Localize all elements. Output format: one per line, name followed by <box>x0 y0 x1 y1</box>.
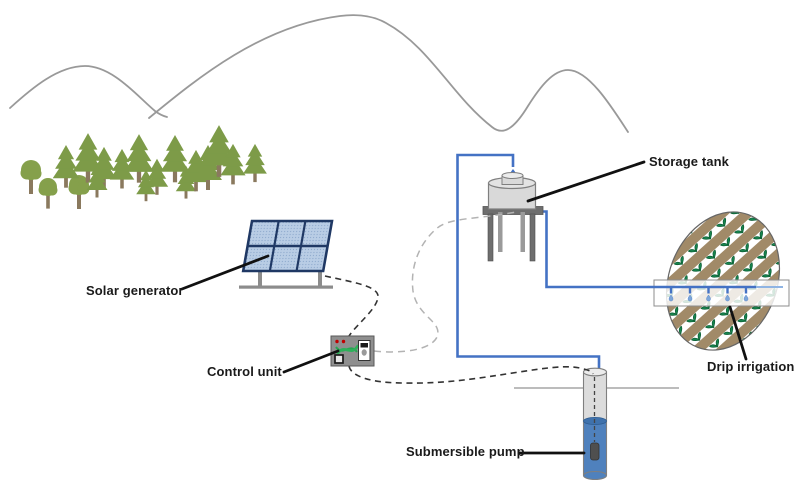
electric-cables <box>324 211 594 384</box>
plant-icon <box>708 180 721 192</box>
plant-icon <box>651 230 665 244</box>
led-indicator <box>335 339 339 344</box>
round-tree-icon <box>38 178 58 209</box>
mountain-main <box>148 14 629 133</box>
leader-tank <box>526 160 646 203</box>
drip-emitters <box>669 288 748 294</box>
pump-body <box>590 442 600 461</box>
leader-control <box>282 349 340 374</box>
leader-solar <box>180 254 270 291</box>
pump-to-tank-pipe <box>456 153 601 375</box>
cable-control-to-pump <box>348 365 594 384</box>
mountain-left <box>9 65 168 118</box>
plant-icon <box>693 195 707 206</box>
plant-icon <box>654 319 668 332</box>
plant-icon <box>623 256 636 268</box>
plant-icon <box>679 205 693 218</box>
plant-icon <box>655 249 669 263</box>
drip-irrigation-label: Drip irrigation <box>707 359 795 374</box>
plant-icon <box>647 262 655 276</box>
round-tree-icon <box>20 160 42 194</box>
control-port <box>334 354 344 364</box>
forest <box>20 125 267 209</box>
plant-icon <box>722 167 735 179</box>
plant-icon <box>676 344 691 358</box>
pine-tree-icon <box>243 143 267 183</box>
drip-manifold-band <box>653 279 790 307</box>
plant-icon <box>665 217 679 231</box>
display-screen <box>360 343 368 348</box>
solar-panel-array <box>241 219 334 273</box>
control-unit-label: Control unit <box>207 364 282 379</box>
cable-solar-to-control <box>324 275 379 337</box>
storage-tank <box>482 172 544 262</box>
plant-icon <box>770 306 784 319</box>
tank-leg <box>498 212 503 252</box>
plant-icon <box>647 243 651 257</box>
control-knob <box>361 349 367 356</box>
panel-leg <box>318 270 322 286</box>
plant-icon <box>793 262 799 275</box>
tank-leg <box>520 212 525 252</box>
solar-generator <box>239 219 334 289</box>
plant-icon <box>789 242 799 256</box>
plant-icon <box>725 195 739 200</box>
plant-icon <box>767 217 781 231</box>
tank-leg <box>529 213 536 262</box>
panel-leg <box>258 270 262 286</box>
panel-base <box>239 285 333 289</box>
plant-icon <box>609 269 622 281</box>
leader-drip <box>728 305 748 361</box>
storage-tank-label: Storage tank <box>649 154 729 169</box>
mountains <box>9 14 629 133</box>
plant-icon <box>632 294 645 306</box>
tank-leg <box>487 213 494 262</box>
submersible-pump-label: Submersible pump <box>406 444 525 459</box>
well <box>582 367 608 481</box>
leader-lines <box>180 160 748 455</box>
solar-generator-label: Solar generator <box>86 283 184 298</box>
cable-control-to-tank <box>373 211 517 353</box>
plant-icon <box>711 198 725 212</box>
led-indicator <box>341 339 346 344</box>
plant-icon <box>744 195 758 206</box>
